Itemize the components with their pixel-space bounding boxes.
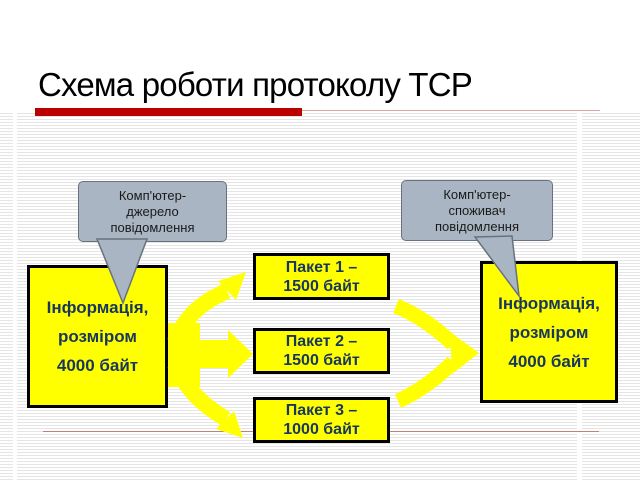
packet-1-title: Пакет 1 –: [285, 258, 358, 276]
callout-source-computer: Комп'ютер- джерело повідомлення: [78, 181, 227, 242]
packet-2-box: Пакет 2 – 1500 байт: [253, 328, 390, 374]
receiver-info-line2: розміром: [509, 322, 589, 342]
receiver-info-line3: 4000 байт: [508, 351, 590, 371]
packet-1-box: Пакет 1 – 1500 байт: [253, 253, 390, 300]
source-info-line2: розміром: [58, 327, 137, 346]
packet-3-size: 1000 байт: [283, 421, 360, 438]
callout-source-line1: Комп'ютер-: [118, 187, 187, 203]
callout-source-line2: джерело: [126, 203, 179, 219]
source-information-box: Інформація, розміром 4000 байт: [27, 265, 168, 408]
callout-receiver-line1: Комп'ютер-: [443, 186, 511, 202]
callout-receiver-line2: споживач: [448, 202, 506, 218]
receiver-information-box: Інформація, розміром 4000 байт: [480, 261, 618, 403]
title-underline-thin-line: [302, 110, 600, 111]
callout-source-line3: повідомлення: [110, 219, 195, 235]
receiver-info-line1: Інформація,: [498, 293, 600, 313]
callout-receiver-computer: Комп'ютер- споживач повідомлення: [401, 180, 553, 241]
packet-3-box: Пакет 3 – 1000 байт: [253, 397, 390, 443]
packet-2-title: Пакет 2 –: [285, 333, 358, 350]
source-info-line3: 4000 байт: [56, 356, 139, 375]
title-underline-bar: [35, 108, 302, 116]
packet-2-size: 1500 байт: [283, 352, 360, 369]
slide-title: Схема роботи протоколу TCP: [38, 66, 473, 103]
background-vertical-band-left: [13, 113, 17, 480]
packet-3-title: Пакет 3 –: [285, 402, 358, 419]
packet-1-size: 1500 байт: [283, 277, 360, 295]
source-info-line1: Інформація,: [46, 298, 149, 317]
callout-receiver-line3: повідомлення: [434, 218, 520, 234]
